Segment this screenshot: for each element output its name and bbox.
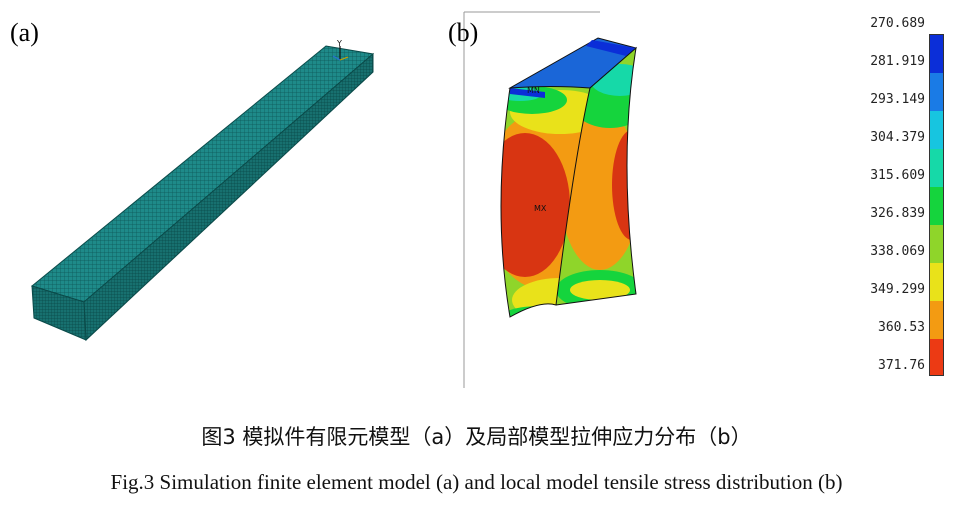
legend-value: 293.149 [870, 92, 925, 107]
legend-swatch [930, 35, 944, 73]
legend-value: 270.689 [870, 16, 925, 31]
coordinate-triad-icon: Y [332, 39, 349, 61]
legend-swatch [930, 73, 944, 111]
panel-label-a: (a) [10, 18, 39, 47]
legend-value: 281.919 [870, 54, 925, 69]
legend-colorbar-border [929, 34, 944, 376]
legend-value: 338.069 [870, 244, 925, 259]
panel-label-b: (b) [448, 18, 479, 47]
legend-value: 360.53 [878, 320, 925, 335]
legend-swatch [930, 339, 944, 376]
legend-value: 326.839 [870, 206, 925, 221]
figure-caption-english: Fig.3 Simulation finite element model (a… [110, 470, 843, 494]
min-stress-marker: MN [527, 86, 540, 95]
max-stress-marker: MX [534, 204, 547, 213]
figure-caption-chinese: 图3 模拟件有限元模型（a）及局部模型拉伸应力分布（b） [201, 425, 752, 449]
legend-value: 371.76 [878, 358, 925, 373]
legend-swatch [930, 225, 944, 263]
legend-value: 315.609 [870, 168, 925, 183]
legend-value: 349.299 [870, 282, 925, 297]
legend-swatch [930, 111, 944, 149]
triad-axis-label: Y [336, 39, 342, 48]
legend-swatch [930, 149, 944, 187]
legend-swatch [930, 263, 944, 301]
legend-value: 304.379 [870, 130, 925, 145]
model-end-face [31, 285, 87, 341]
legend-swatch [930, 301, 944, 339]
legend-swatch [930, 187, 944, 225]
